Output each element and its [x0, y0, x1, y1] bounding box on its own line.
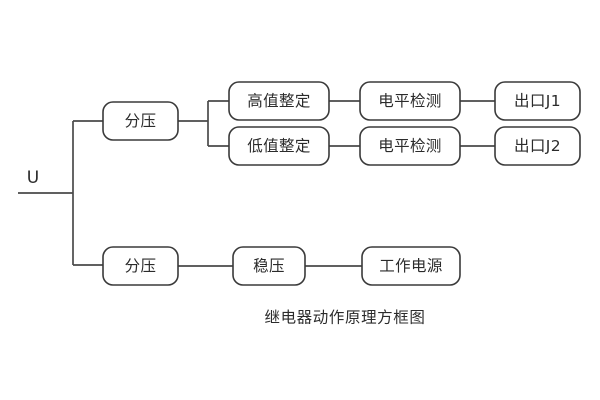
diagram-caption: 继电器动作原理方框图 [264, 309, 425, 327]
node-boxes-group: 分压高值整定低值整定电平检测电平检测出口J1出口J2分压稳压工作电源 [102, 81, 581, 286]
node-box-low-value-setting [228, 126, 330, 166]
node-voltage-regulator[interactable]: 稳压 [232, 246, 306, 286]
input-voltage-label: U [27, 168, 39, 188]
connector-lines-group [18, 100, 495, 267]
node-high-value-setting[interactable]: 高值整定 [228, 81, 330, 121]
node-box-output-j2 [494, 126, 581, 166]
node-box-output-j1 [494, 81, 581, 121]
node-level-detect-low[interactable]: 电平检测 [359, 126, 461, 166]
node-low-value-setting[interactable]: 低值整定 [228, 126, 330, 166]
node-box-working-power-supply [361, 246, 461, 286]
node-label-high-value-setting: 高值整定 [247, 92, 311, 110]
node-label-divider-signal: 分压 [125, 112, 157, 130]
node-box-divider-signal [102, 101, 179, 141]
node-level-detect-high[interactable]: 电平检测 [359, 81, 461, 121]
node-box-level-detect-low [359, 126, 461, 166]
node-label-divider-power: 分压 [125, 257, 157, 275]
node-working-power-supply[interactable]: 工作电源 [361, 246, 461, 286]
node-label-low-value-setting: 低值整定 [247, 137, 311, 155]
node-label-level-detect-low: 电平检测 [378, 137, 442, 155]
node-label-level-detect-high: 电平检测 [378, 92, 442, 110]
node-box-voltage-regulator [232, 246, 306, 286]
node-box-level-detect-high [359, 81, 461, 121]
node-output-j2[interactable]: 出口J2 [494, 126, 581, 166]
node-label-voltage-regulator: 稳压 [253, 257, 285, 275]
node-box-divider-power [102, 246, 179, 286]
node-divider-signal[interactable]: 分压 [102, 101, 179, 141]
node-divider-power[interactable]: 分压 [102, 246, 179, 286]
node-box-high-value-setting [228, 81, 330, 121]
node-output-j1[interactable]: 出口J1 [494, 81, 581, 121]
node-label-working-power-supply: 工作电源 [379, 257, 443, 275]
node-label-output-j1: 出口J1 [514, 92, 561, 110]
node-label-output-j2: 出口J2 [514, 137, 561, 155]
